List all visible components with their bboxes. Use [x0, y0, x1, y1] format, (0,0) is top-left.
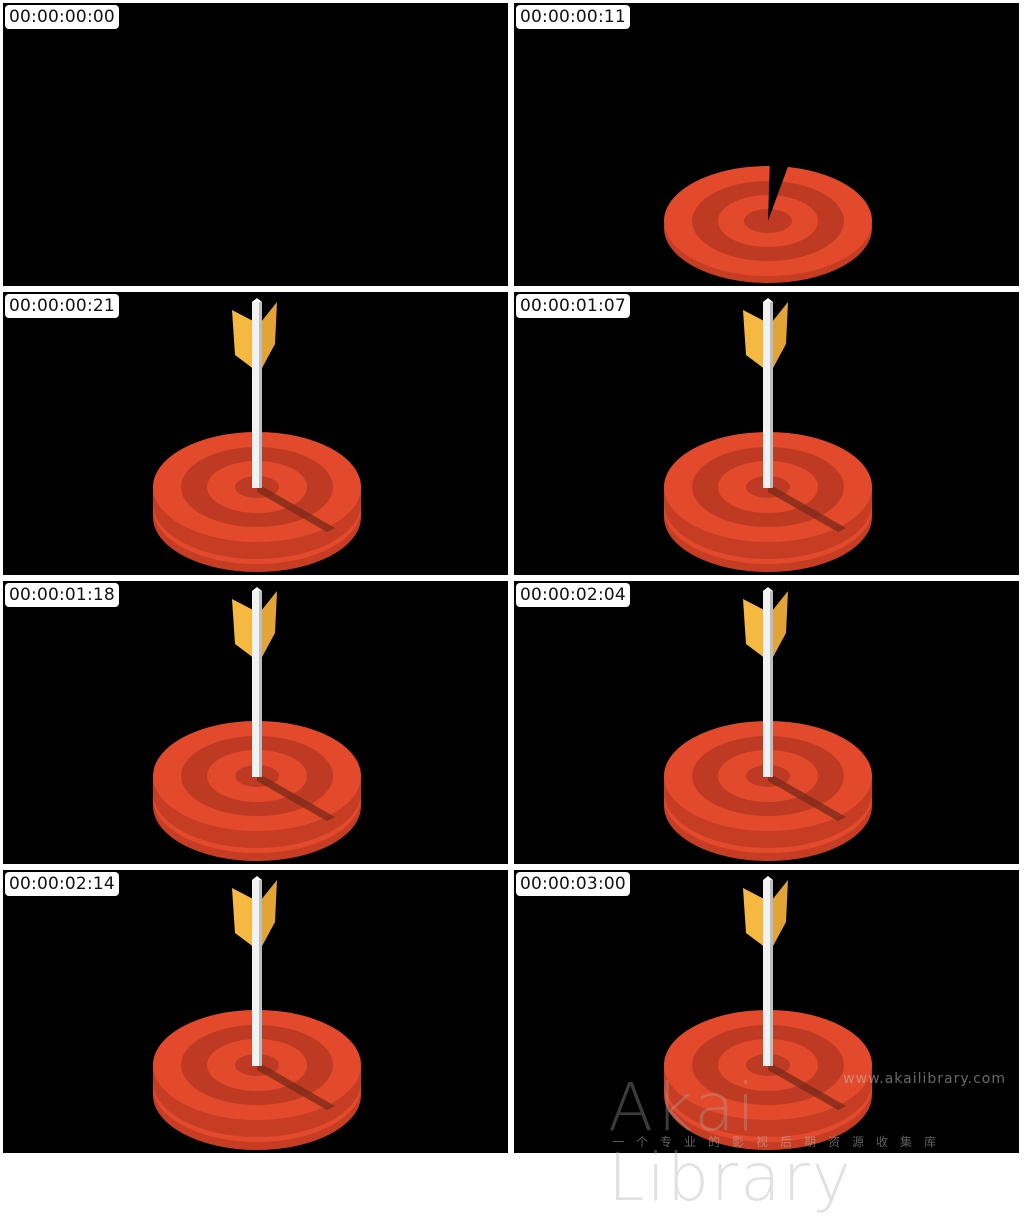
fletching-left [743, 599, 766, 659]
arrow-shadow [768, 773, 846, 821]
video-frame: 00:00:02:14 [3, 870, 508, 1153]
fletching-left [232, 599, 255, 659]
arrow-shadow [257, 773, 335, 821]
arrow-target-graphic [153, 587, 361, 861]
arrow-target-graphic [153, 298, 361, 572]
arrow-shaft-shade [259, 591, 262, 777]
video-frame: 00:00:00:00 [3, 3, 508, 286]
arrow-tip [252, 587, 262, 591]
target-gap [768, 158, 790, 221]
fletching-left [743, 310, 766, 370]
video-frame: 00:00:01:07 [514, 292, 1019, 575]
frame-timestamp: 00:00:02:14 [5, 872, 119, 896]
arrow-shaft [763, 302, 773, 488]
arrow-shaft-shade [770, 591, 773, 777]
fletching-right [772, 591, 788, 659]
frame-timestamp: 00:00:02:04 [516, 583, 630, 607]
arrow-shaft [763, 880, 773, 1066]
arrow-shaft [252, 302, 262, 488]
fletching-right [772, 302, 788, 370]
video-frame: 00:00:02:04 [514, 581, 1019, 864]
fletching-left [232, 310, 255, 370]
frame-grid: 00:00:00:00 00:00:00:11 00 [3, 3, 1019, 1153]
target-forming-graphic [664, 158, 872, 283]
arrow-shadow [257, 484, 335, 532]
frame-timestamp: 00:00:00:11 [516, 5, 630, 29]
frame-timestamp: 00:00:00:21 [5, 294, 119, 318]
video-frame: 00:00:03:00 [514, 870, 1019, 1153]
frame-timestamp: 00:00:03:00 [516, 872, 630, 896]
fletching-right [772, 880, 788, 948]
arrow-shaft [252, 591, 262, 777]
arrow-tip [252, 876, 262, 880]
arrow-target-graphic [664, 587, 872, 861]
fletching-right [261, 880, 277, 948]
fletching-right [261, 591, 277, 659]
arrow-shaft-shade [770, 880, 773, 1066]
arrow-tip [252, 298, 262, 302]
video-frame: 00:00:00:11 [514, 3, 1019, 286]
video-frame: 00:00:01:18 [3, 581, 508, 864]
arrow-tip [763, 876, 773, 880]
frame-timestamp: 00:00:00:00 [5, 5, 119, 29]
arrow-target-graphic [153, 876, 361, 1150]
arrow-shadow [768, 1062, 846, 1110]
frame-timestamp: 00:00:01:18 [5, 583, 119, 607]
frame-timestamp: 00:00:01:07 [516, 294, 630, 318]
arrow-shaft-shade [770, 302, 773, 488]
arrow-target-graphic [664, 298, 872, 572]
arrow-shaft-shade [259, 302, 262, 488]
fletching-left [743, 888, 766, 948]
video-frame: 00:00:00:21 [3, 292, 508, 575]
fletching-right [261, 302, 277, 370]
arrow-target-graphic [664, 876, 872, 1150]
arrow-shaft [763, 591, 773, 777]
arrow-tip [763, 587, 773, 591]
arrow-shadow [768, 484, 846, 532]
arrow-shaft-shade [259, 880, 262, 1066]
arrow-shadow [257, 1062, 335, 1110]
arrow-tip [763, 298, 773, 302]
arrow-shaft [252, 880, 262, 1066]
fletching-left [232, 888, 255, 948]
